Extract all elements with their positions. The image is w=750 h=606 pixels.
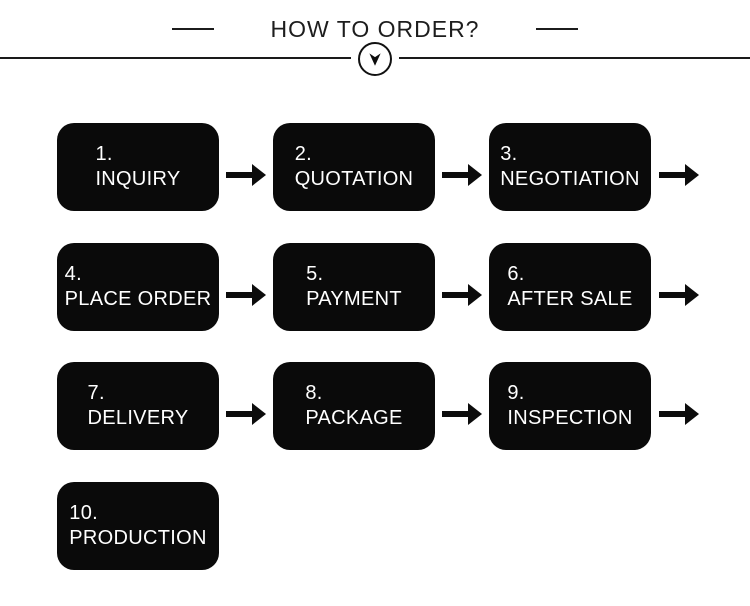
flow-arrow-icon (435, 155, 489, 186)
step-box-9: 9. INSPECTION (489, 362, 651, 450)
flow-arrow-icon (219, 394, 273, 425)
step-box-6: 6. AFTER SALE (489, 243, 651, 331)
flow-row-3: 7. DELIVERY 8. PACKAGE 9. INSPECTION (57, 362, 699, 450)
divider-badge (351, 40, 399, 78)
step-number: 8. (305, 382, 323, 404)
flow-arrow-icon (651, 275, 699, 306)
step-label: QUOTATION (294, 168, 414, 190)
flow-arrow-icon (435, 275, 489, 306)
step-label: INSPECTION (507, 407, 633, 429)
title-dash-left (171, 28, 214, 30)
step-label: NEGOTIATION (500, 168, 640, 190)
step-number: 7. (87, 382, 105, 404)
step-number: 9. (507, 382, 525, 404)
flow-arrow-icon (219, 275, 273, 306)
header: HOW TO ORDER? (0, 14, 750, 44)
circled-down-arrow-icon (358, 42, 392, 76)
flow-arrow-icon (651, 155, 699, 186)
flow-row-1: 1. INQUIRY 2. QUOTATION 3. NEGOTIATION (57, 123, 699, 211)
step-label: DELIVERY (87, 407, 189, 429)
step-box-1: 1. INQUIRY (57, 123, 219, 211)
step-label: PAYMENT (306, 288, 402, 310)
step-box-10: 10. PRODUCTION (57, 482, 219, 570)
step-box-8: 8. PACKAGE (273, 362, 435, 450)
title-dash-right (536, 28, 579, 30)
step-label: PLACE ORDER (64, 288, 212, 310)
step-box-4: 4. PLACE ORDER (57, 243, 219, 331)
step-number: 2. (294, 143, 312, 165)
step-number: 1. (95, 143, 113, 165)
step-box-3: 3. NEGOTIATION (489, 123, 651, 211)
step-number: 5. (306, 263, 324, 285)
flow-arrow-icon (435, 394, 489, 425)
step-number: 10. (69, 502, 98, 524)
step-number: 4. (64, 263, 82, 285)
flow-arrow-icon (219, 155, 273, 186)
step-box-7: 7. DELIVERY (57, 362, 219, 450)
page-title: HOW TO ORDER? (270, 15, 480, 42)
flow-row-4: 10. PRODUCTION (57, 482, 219, 570)
step-label: PRODUCTION (69, 527, 207, 549)
step-number: 3. (500, 143, 518, 165)
step-label: INQUIRY (95, 168, 181, 190)
step-label: AFTER SALE (507, 288, 633, 310)
flow-arrow-icon (651, 394, 699, 425)
step-box-5: 5. PAYMENT (273, 243, 435, 331)
step-box-2: 2. QUOTATION (273, 123, 435, 211)
step-number: 6. (507, 263, 525, 285)
flow-row-2: 4. PLACE ORDER 5. PAYMENT 6. AFTER SALE (57, 243, 699, 331)
step-label: PACKAGE (305, 407, 403, 429)
